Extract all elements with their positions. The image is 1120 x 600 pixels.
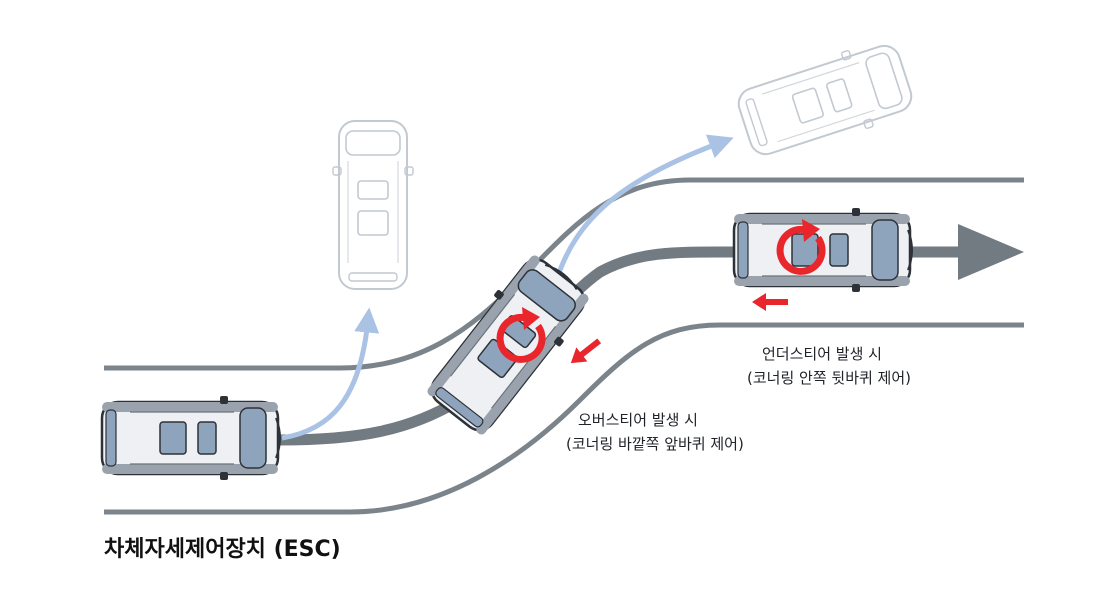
brake-arrow-icon [565,334,604,370]
understeer-heading: 언더스티어 발생 시 [762,345,882,363]
car-icon [731,35,919,165]
oversteer-note: (코너링 바깥쪽 앞바퀴 제어) [566,435,744,453]
direction-arrow-icon [958,224,1024,280]
road-lower-edge [104,322,1024,515]
understeer-note: (코너링 안쪽 뒷바퀴 제어) [747,369,912,387]
diagram-title: 차체자세제어장치 (ESC) [104,537,341,562]
understeer-skid-path [281,307,380,441]
oversteer-heading: 오버스티어 발생 시 [578,411,698,429]
car-icon [100,394,282,482]
oversteer-skid-path [553,134,734,283]
car-icon [332,120,414,290]
brake-arrow-icon [752,293,788,311]
